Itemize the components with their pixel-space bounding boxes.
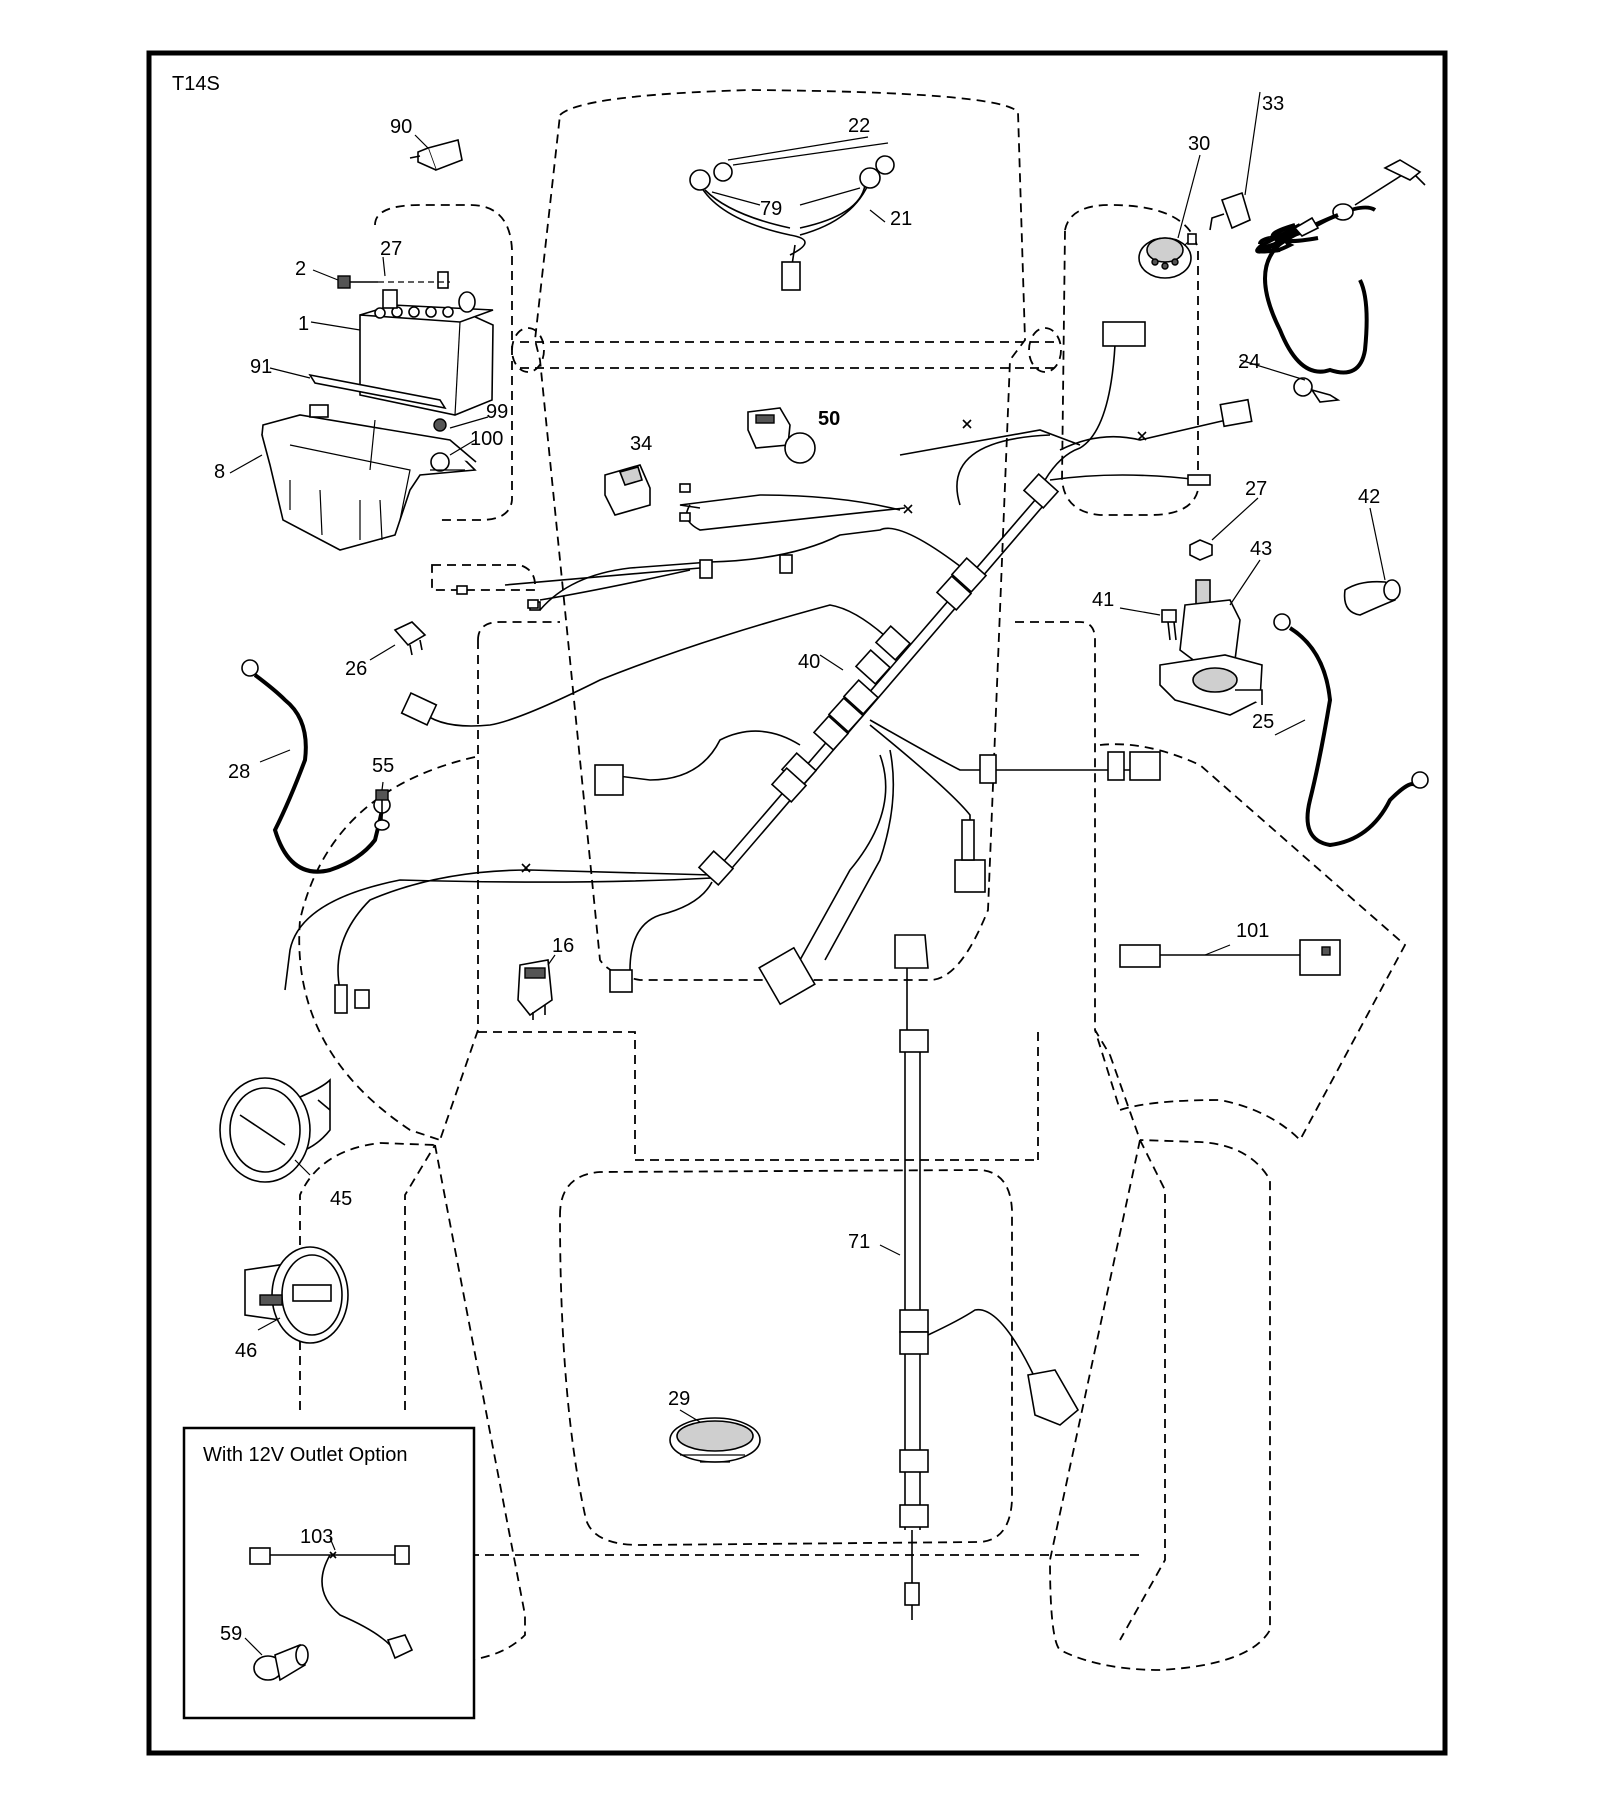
tractor-outline	[298, 89, 1407, 1671]
callout-45: 45	[330, 1188, 352, 1210]
callout-79: 79	[760, 198, 782, 220]
outlet-59	[253, 1643, 309, 1682]
callout-99: 99	[486, 401, 508, 423]
gauge-45	[219, 1077, 331, 1183]
callout-28: 28	[228, 761, 250, 783]
callout-41: 41	[1092, 589, 1114, 611]
battery-bolt	[337, 271, 450, 289]
switch-34	[604, 464, 651, 516]
callout-50: 50	[818, 408, 840, 430]
callout-55: 55	[372, 755, 394, 777]
horn-29	[669, 1417, 761, 1463]
battery-tray	[261, 404, 477, 551]
outlet-option-inset: With 12V Outlet Option	[182, 1426, 476, 1720]
callout-25: 25	[1252, 711, 1274, 733]
switch-50	[747, 407, 816, 464]
callout-16: 16	[552, 935, 574, 957]
cable-28	[241, 659, 391, 874]
key-33	[1209, 191, 1251, 231]
harness-103	[249, 1545, 414, 1660]
callout-91: 91	[250, 356, 272, 378]
battery-strap	[308, 373, 447, 410]
hour-meter-46	[244, 1246, 349, 1344]
battery	[359, 289, 494, 416]
harness-71	[894, 934, 1080, 1620]
callout-100: 100	[470, 428, 503, 450]
leader-lines	[229, 91, 1386, 1656]
fuse-26	[393, 621, 427, 656]
bolt-41	[1161, 609, 1177, 641]
main-harness	[284, 344, 1236, 991]
callout-42: 42	[1358, 486, 1380, 508]
callout-46: 46	[235, 1340, 257, 1362]
callout-26: 26	[345, 658, 367, 680]
callout-8: 8	[214, 461, 225, 483]
cable-25	[1273, 613, 1429, 848]
callouts: 1 2 8 16 21 22 24 25 26 27 27 28 29 30 3…	[214, 93, 1380, 1645]
screw-55	[374, 789, 390, 831]
switch-16	[517, 959, 553, 1020]
headlight-harness	[689, 136, 895, 291]
callout-59: 59	[220, 1623, 242, 1645]
harness-clamps	[697, 472, 1125, 887]
callout-29: 29	[668, 1388, 690, 1410]
callout-21: 21	[890, 208, 912, 230]
callout-30: 30	[1188, 133, 1210, 155]
callout-103: 103	[300, 1526, 333, 1548]
callout-90: 90	[390, 116, 412, 138]
callout-33: 33	[1262, 93, 1284, 115]
cable-24	[1255, 159, 1426, 403]
callout-27b: 27	[1245, 478, 1267, 500]
splice-marks	[521, 419, 1147, 873]
callout-2: 2	[295, 258, 306, 280]
harness-101	[1119, 939, 1341, 976]
callout-34: 34	[630, 433, 652, 455]
callout-43: 43	[1250, 538, 1272, 560]
callout-27a: 27	[380, 238, 402, 260]
callout-40: 40	[798, 651, 820, 673]
callout-101: 101	[1236, 920, 1269, 942]
callout-24: 24	[1238, 351, 1260, 373]
callout-22: 22	[848, 115, 870, 137]
harness-connectors	[334, 321, 1253, 1014]
boot-42	[1343, 579, 1401, 616]
callout-71: 71	[848, 1231, 870, 1253]
ignition-switch-30	[1138, 233, 1197, 279]
connector-90	[409, 139, 463, 172]
inset-title: With 12V Outlet Option	[203, 1444, 408, 1466]
diagram-frame	[146, 50, 1448, 1756]
callout-1: 1	[298, 313, 309, 335]
diagram-code: T14S	[172, 73, 220, 95]
solenoid-43	[1159, 539, 1263, 716]
